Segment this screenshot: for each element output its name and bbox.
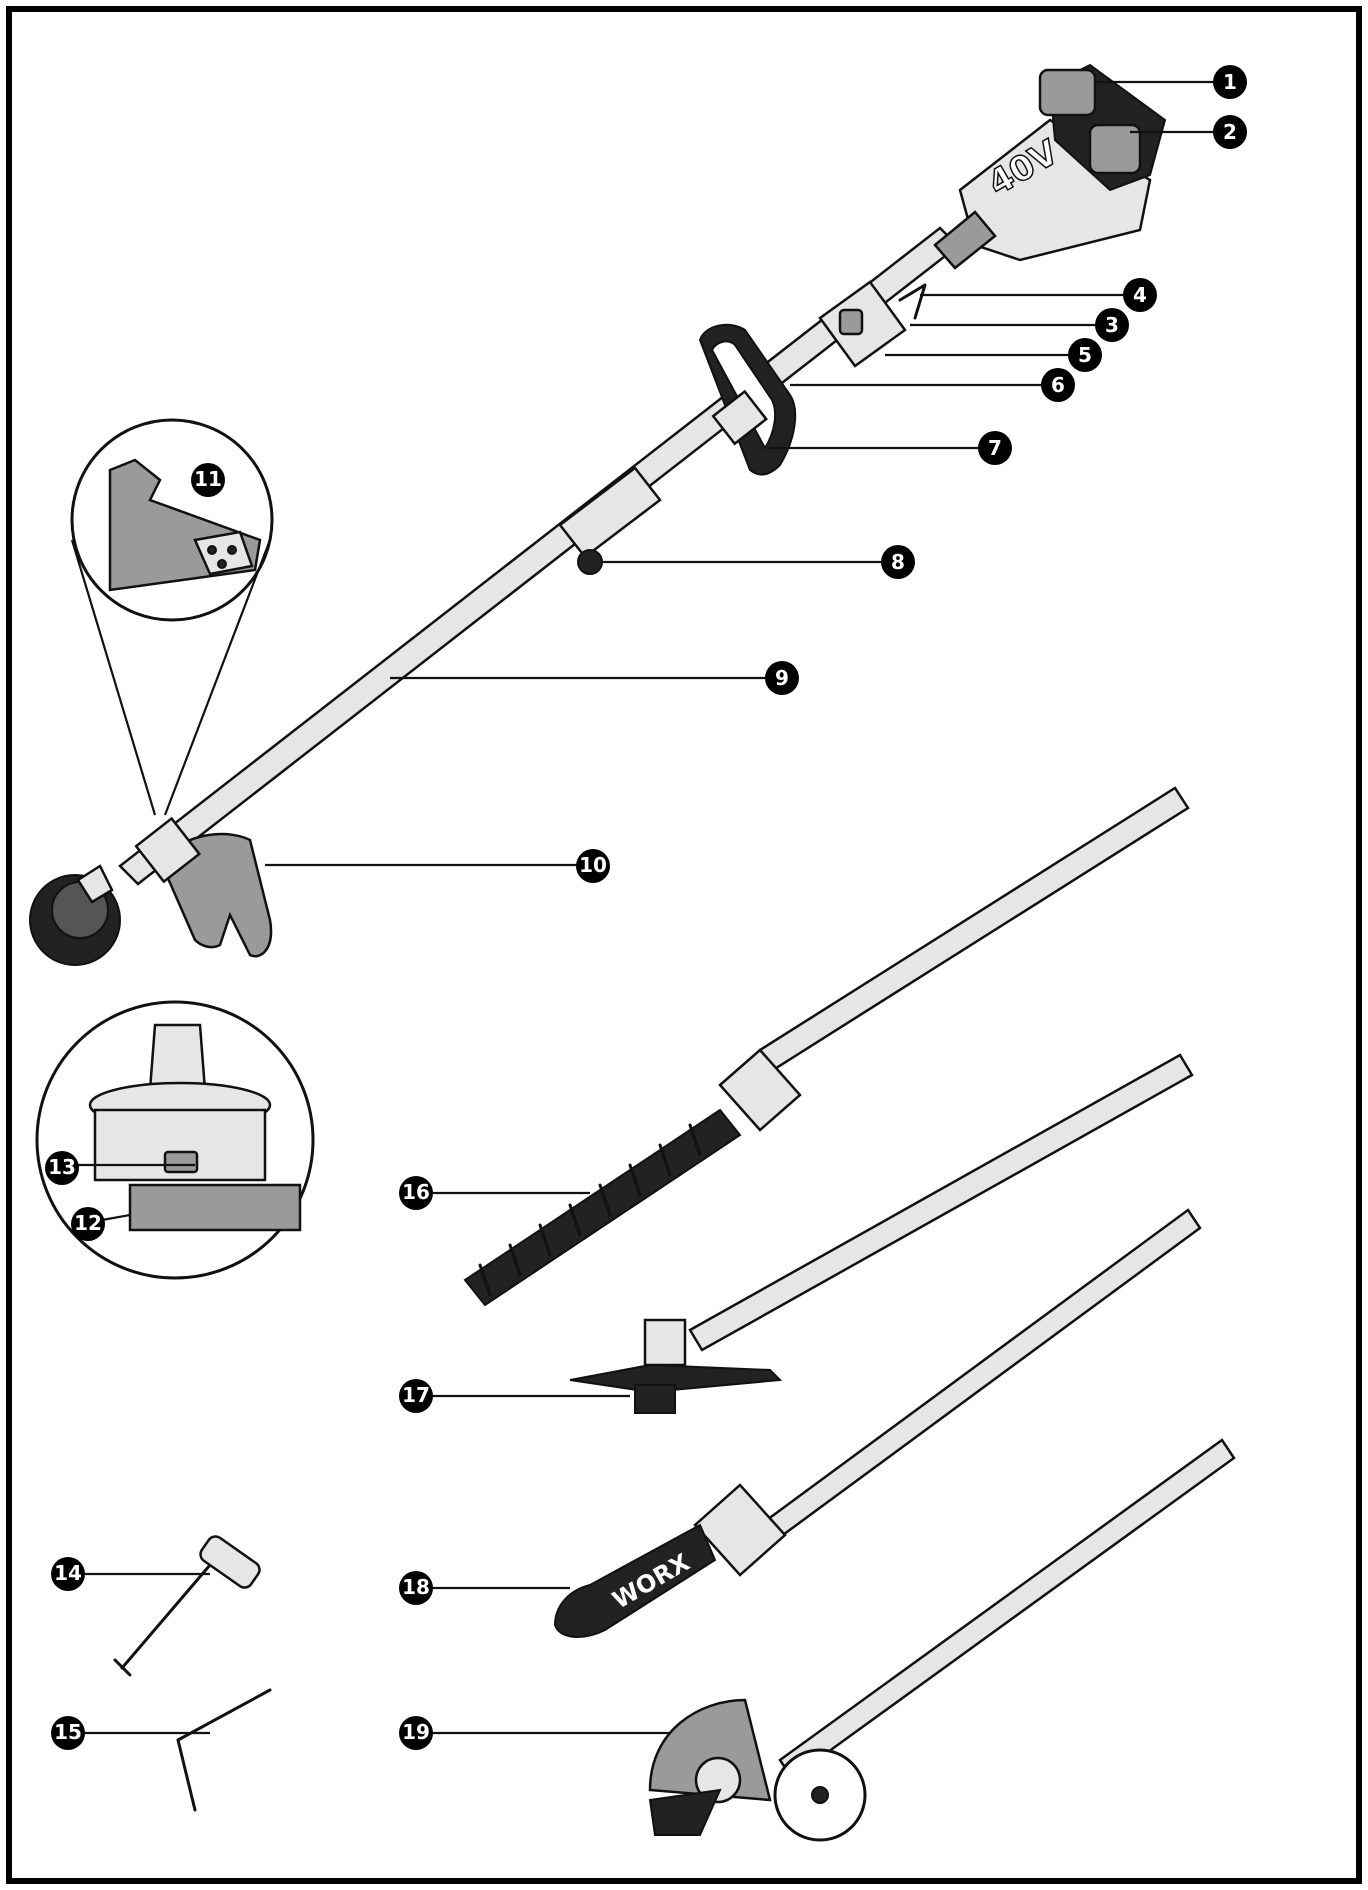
hedge-head bbox=[718, 1048, 802, 1132]
callout-14: 14 bbox=[51, 1557, 85, 1591]
trigger-lever bbox=[898, 283, 927, 320]
callout-15: 15 bbox=[51, 1716, 85, 1750]
callout-10: 10 bbox=[576, 849, 610, 883]
inset-bolt-plate bbox=[193, 530, 254, 576]
box-wrench-socket bbox=[199, 1535, 261, 1589]
edger-attachment bbox=[648, 1438, 1236, 1842]
page-frame bbox=[6, 6, 1362, 1884]
inset-bolt-2 bbox=[227, 545, 237, 555]
hedge-teeth bbox=[478, 1123, 702, 1297]
callout-17: 17 bbox=[399, 1379, 433, 1413]
inset-bolt-1 bbox=[207, 545, 217, 555]
svg-text:7: 7 bbox=[988, 436, 1002, 460]
svg-text:12: 12 bbox=[74, 1211, 102, 1235]
svg-text:4: 4 bbox=[1133, 283, 1147, 307]
cutter-shaft bbox=[688, 1053, 1194, 1352]
hex-key bbox=[176, 1688, 272, 1812]
svg-text:2: 2 bbox=[1223, 120, 1237, 144]
box-wrench bbox=[120, 1563, 212, 1670]
inset-knob-ring bbox=[128, 1183, 302, 1232]
callout-3: 3 bbox=[1095, 308, 1129, 342]
callout-8: 8 bbox=[881, 545, 915, 579]
leader-lines bbox=[75, 80, 1225, 1735]
head-mount bbox=[134, 816, 202, 884]
svg-text:18: 18 bbox=[402, 1575, 430, 1599]
svg-text:6: 6 bbox=[1051, 373, 1065, 397]
spool-cap bbox=[76, 864, 114, 904]
svg-text:11: 11 bbox=[194, 467, 222, 491]
battery-slot-lower bbox=[1088, 123, 1142, 175]
battery-slot-top bbox=[1038, 68, 1097, 117]
inset-shaft bbox=[148, 1023, 207, 1092]
svg-text:5: 5 bbox=[1078, 343, 1092, 367]
edger-blade bbox=[648, 1788, 722, 1836]
svg-text:19: 19 bbox=[402, 1720, 430, 1744]
tools bbox=[113, 1535, 272, 1812]
svg-text:10: 10 bbox=[579, 853, 607, 877]
trigger-lock-button bbox=[838, 308, 864, 336]
cutter-gear-head bbox=[643, 1318, 687, 1367]
callout-2: 2 bbox=[1213, 115, 1247, 149]
hedge-trimmer-attachment bbox=[463, 786, 1190, 1307]
inset-bolt-3 bbox=[217, 559, 227, 569]
svg-text:8: 8 bbox=[891, 550, 905, 574]
handle-grip bbox=[933, 210, 997, 270]
svg-text:1: 1 bbox=[1223, 70, 1237, 94]
svg-text:16: 16 bbox=[402, 1180, 430, 1204]
callout-7: 7 bbox=[978, 431, 1012, 465]
inset-release-button bbox=[163, 1150, 199, 1174]
svg-text:9: 9 bbox=[775, 666, 789, 690]
svg-text:17: 17 bbox=[402, 1383, 430, 1407]
cutter-hub bbox=[634, 1384, 676, 1414]
coupler-knob bbox=[577, 549, 603, 575]
callout-6: 6 bbox=[1041, 368, 1075, 402]
main-trimmer: 40V bbox=[29, 63, 1167, 966]
pole-saw-attachment: WORX bbox=[553, 1208, 1202, 1638]
callout-9: 9 bbox=[765, 661, 799, 695]
handle-clamp bbox=[711, 389, 768, 446]
spool-inset bbox=[35, 1000, 315, 1280]
svg-text:14: 14 bbox=[54, 1561, 82, 1585]
svg-text:3: 3 bbox=[1105, 313, 1119, 337]
callout-4: 4 bbox=[1123, 278, 1157, 312]
edger-wheel-hub bbox=[811, 1786, 829, 1804]
hedge-blade bbox=[463, 1108, 742, 1307]
edger-shaft bbox=[778, 1438, 1236, 1780]
box-wrench-handle bbox=[113, 1658, 132, 1677]
saw-bar bbox=[553, 1523, 717, 1638]
callouts: 1 2 3 4 5 6 7 8 9 10 11 12 13 14 15 16 1… bbox=[45, 65, 1247, 1750]
callout-11: 11 bbox=[191, 463, 225, 497]
callout-16: 16 bbox=[399, 1176, 433, 1210]
callout-13: 13 bbox=[45, 1151, 79, 1185]
svg-text:15: 15 bbox=[54, 1720, 82, 1744]
shaft-coupler bbox=[558, 466, 662, 559]
callout-19: 19 bbox=[399, 1716, 433, 1750]
brush-cutter-attachment bbox=[569, 1053, 1194, 1414]
callout-18: 18 bbox=[399, 1571, 433, 1605]
callout-1: 1 bbox=[1213, 65, 1247, 99]
callout-5: 5 bbox=[1068, 338, 1102, 372]
svg-text:13: 13 bbox=[48, 1155, 76, 1179]
saw-head bbox=[693, 1483, 787, 1577]
callout-12: 12 bbox=[71, 1207, 105, 1241]
hedge-shaft bbox=[758, 786, 1190, 1072]
